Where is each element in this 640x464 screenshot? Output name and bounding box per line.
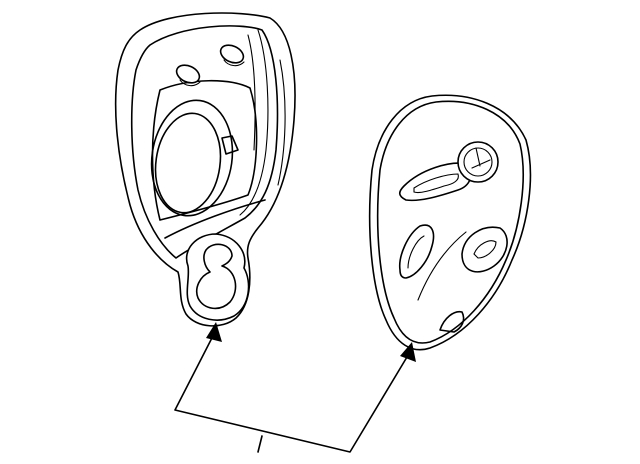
keypad-button-lock — [398, 162, 472, 202]
case-bump — [219, 44, 245, 67]
keypad-button-panic — [417, 226, 508, 301]
keypad-button-bottom — [439, 310, 465, 333]
transmitter-keypad — [368, 94, 532, 351]
leader-lines — [174, 322, 416, 453]
arrowhead-right — [400, 342, 416, 362]
keypad-button-trunk — [398, 224, 435, 279]
key-ring-loop — [185, 233, 250, 321]
fob-case — [114, 12, 296, 327]
arrowhead-left — [206, 322, 222, 342]
keypad-button-unlock — [457, 141, 499, 183]
case-bump — [175, 64, 201, 87]
